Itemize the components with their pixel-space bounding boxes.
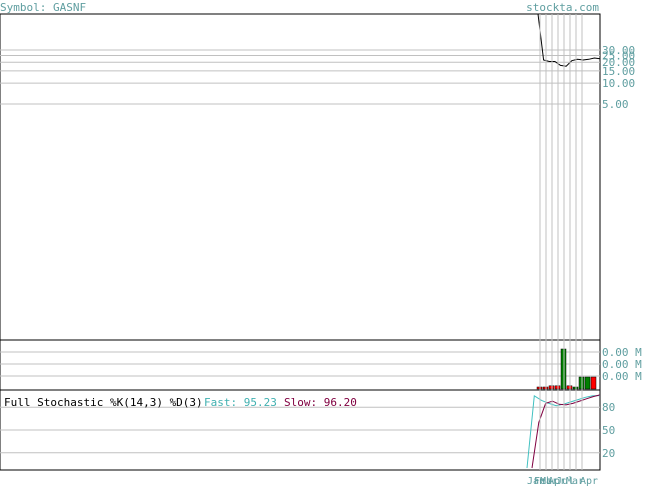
stochastic-tick-label: 50 (602, 424, 615, 437)
price-series-line (537, 13, 601, 67)
stochastic-tick-label: 20 (602, 447, 615, 460)
price-tick-label: 5.00 (602, 98, 629, 111)
volume-gridlines (0, 351, 600, 377)
price-frame (0, 13, 601, 341)
stochastic-panel: 80 50 20 Full Stochastic %K(14,3) %D(3) Fa… (0, 389, 615, 471)
volume-bar (584, 376, 591, 390)
volume-tick-labels: 0.00 M0.00 M0.00 M (602, 346, 642, 383)
x-axis-label: Feb (534, 476, 552, 486)
price-tick-label: 20.00 (602, 56, 635, 69)
x-axis-label: Apr (548, 476, 566, 486)
volume-frame (0, 339, 601, 391)
slow-series-line (531, 394, 601, 469)
stochastic-gridlines (0, 406, 600, 454)
stochastic-tick-labels: 80 50 20 (602, 401, 615, 460)
price-gridlines (0, 49, 600, 105)
volume-bar (590, 376, 597, 390)
volume-tick-label: 0.00 M (602, 346, 642, 359)
time-gridlines (539, 14, 583, 470)
x-axis-label: Apr (580, 476, 598, 486)
site-watermark[interactable]: stockta.com (526, 1, 599, 14)
symbol-label: Symbol: GASNF (0, 1, 86, 14)
price-tick-label: 15.00 (602, 65, 635, 78)
x-axis-label: Mar (540, 476, 558, 486)
price-tick-label: 30.00 (602, 44, 635, 57)
volume-tick-label: 0.00 M (602, 358, 642, 371)
x-axis-label: Mar (566, 476, 584, 486)
stochastic-title: Full Stochastic %K(14,3) %D(3) (4, 396, 203, 409)
x-axis-label: Jan (527, 476, 545, 486)
volume-tick-label: 0.00 M (602, 370, 642, 383)
price-tick-label: 10.00 (602, 77, 635, 90)
stochastic-slow-value: Slow: 96.20 (284, 396, 357, 409)
stochastic-tick-label: 80 (602, 401, 615, 414)
price-tick-label: 25.00 (602, 49, 635, 62)
stochastic-fast-value: Fast: 95.23 (204, 396, 277, 409)
x-axis-label: Jul (556, 476, 574, 486)
